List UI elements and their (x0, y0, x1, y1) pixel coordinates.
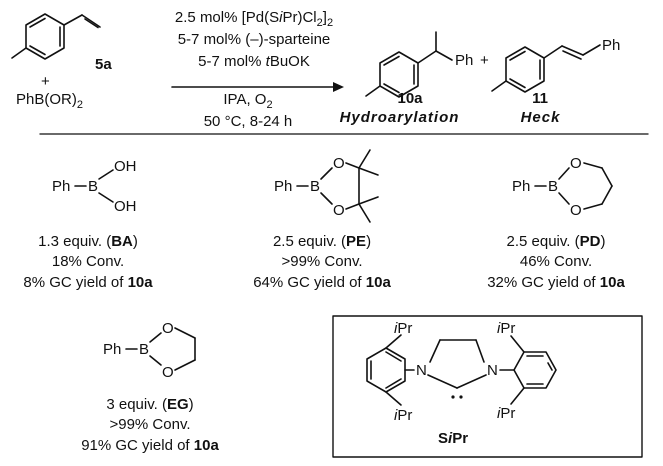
ligand-ipr-top-right: iPr (497, 320, 515, 337)
pd-boron-label: B (548, 178, 558, 195)
pd-oxygen-top-label: O (570, 155, 582, 172)
conditions-line-5: 50 °C, 8-24 h (203, 113, 293, 130)
eg-conversion: >99% Conv. (109, 416, 191, 433)
ligand-n-left-label: N (416, 362, 427, 379)
product-plus-sign: + (480, 52, 489, 69)
reactant-plus-sign: + (41, 73, 50, 90)
eg-equiv: 3 equiv. (EG) (106, 396, 194, 413)
eg-ph-label: Ph (103, 341, 121, 358)
substrate-5a-structure (11, 13, 101, 60)
product-10a-number: 10a (397, 90, 423, 107)
ba-ph-label: Ph (52, 178, 70, 195)
product-11-type: Heck (520, 109, 561, 126)
ba-conversion: 18% Conv. (51, 253, 125, 270)
conditions-line-4: IPA, O2 (223, 91, 273, 111)
ligand-ipr-bottom-left: iPr (394, 407, 412, 424)
product-11-structure (491, 44, 601, 93)
pe-oxygen-top-label: O (333, 155, 345, 172)
pd-structure-bonds (534, 162, 613, 210)
eg-oxygen-top-label: O (162, 320, 174, 337)
substrate-5a-label: 5a (95, 56, 112, 73)
sipr-ligand-structure (366, 334, 557, 406)
product-10a-type: Hydroarylation (339, 109, 460, 126)
product-10a-structure (365, 31, 453, 98)
product-10a-ph-label: Ph (455, 52, 473, 69)
pe-oxygen-bottom-label: O (333, 202, 345, 219)
conditions-line-2: 5-7 mol% (–)-sparteine (177, 31, 331, 48)
ligand-name: SiPr (438, 430, 468, 447)
ba-yield: 8% GC yield of 10a (23, 274, 153, 291)
pd-ph-label: Ph (512, 178, 530, 195)
eg-yield: 91% GC yield of 10a (81, 437, 219, 454)
conditions-line-3: 5-7 mol% tBuOK (198, 53, 310, 70)
pe-conversion: >99% Conv. (281, 253, 363, 270)
ba-equiv: 1.3 equiv. (BA) (38, 233, 138, 250)
pd-equiv: 2.5 equiv. (PD) (506, 233, 606, 250)
ligand-n-right-label: N (487, 362, 498, 379)
boron-reagent-label: PhB(OR)2 (16, 91, 83, 111)
pd-yield: 32% GC yield of 10a (487, 274, 625, 291)
pe-equiv: 2.5 equiv. (PE) (272, 233, 372, 250)
ligand-ipr-bottom-right: iPr (497, 405, 515, 422)
conditions-line-1: 2.5 mol% [Pd(SiPr)Cl2]2 (174, 9, 334, 29)
arrow-head (333, 82, 344, 92)
pe-yield: 64% GC yield of 10a (253, 274, 391, 291)
pd-conversion: 46% Conv. (519, 253, 593, 270)
pd-oxygen-bottom-label: O (570, 202, 582, 219)
eg-boron-label: B (139, 341, 149, 358)
ba-structure-bonds (74, 169, 114, 203)
pe-boron-label: B (310, 178, 320, 195)
ba-oh-bottom-label: OH (114, 198, 137, 215)
product-11-ph-label: Ph (602, 37, 620, 54)
eg-structure-bonds (125, 327, 196, 371)
pe-structure-bonds (296, 149, 379, 223)
ba-boron-label: B (88, 178, 98, 195)
pe-ph-label: Ph (274, 178, 292, 195)
product-11-number: 11 (532, 90, 548, 107)
ligand-ipr-top-left: iPr (394, 320, 412, 337)
ligand-box (332, 315, 643, 458)
eg-oxygen-bottom-label: O (162, 364, 174, 381)
ba-oh-top-label: OH (114, 158, 137, 175)
